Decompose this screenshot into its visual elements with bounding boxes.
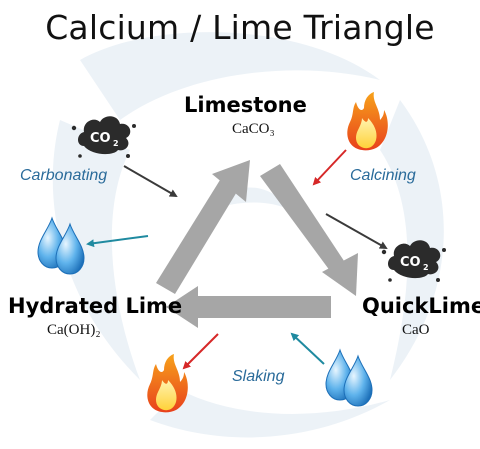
calcining-label: Calcining	[350, 167, 416, 184]
flame-icon	[147, 354, 188, 413]
hydrated-lime-formula: Ca(OH)₂	[47, 322, 101, 338]
diagram-title: Calcium / Lime Triangle	[45, 8, 435, 47]
co2-label-left: CO	[90, 131, 111, 146]
slaking-heat-arrow	[182, 333, 219, 370]
carbonating-label: Carbonating	[20, 167, 108, 184]
carbonating-co2-arrow	[123, 165, 178, 197]
slaking-main-arrow	[166, 286, 331, 328]
triangle-arrows	[156, 160, 358, 328]
co2-cloud-icon: CO 2	[381, 240, 446, 282]
calcining-co2-arrow	[325, 213, 388, 249]
slaking-water-arrow	[290, 332, 325, 365]
calcining-main-arrow	[260, 164, 358, 296]
quicklime-formula: CaO	[402, 322, 430, 338]
calcining-heat-arrow	[312, 149, 347, 186]
co2-label-right: CO	[400, 255, 421, 270]
carbonating-water-arrow	[86, 235, 149, 248]
carbonating-main-arrow	[156, 160, 250, 294]
co2-sub-right: 2	[423, 263, 429, 272]
limestone-formula: CaCO₃	[232, 121, 275, 137]
water-drops-icon	[325, 348, 373, 407]
limestone-label: Limestone	[184, 93, 307, 117]
co2-cloud-icon: CO 2	[71, 116, 136, 158]
flame-icon	[347, 92, 388, 151]
hydrated-lime-label: Hydrated Lime	[8, 294, 183, 318]
background-swirl	[52, 32, 444, 438]
co2-sub-left: 2	[113, 139, 119, 148]
water-drops-icon	[37, 216, 85, 275]
slaking-label: Slaking	[232, 368, 285, 385]
quicklime-label: QuickLime	[362, 294, 480, 318]
